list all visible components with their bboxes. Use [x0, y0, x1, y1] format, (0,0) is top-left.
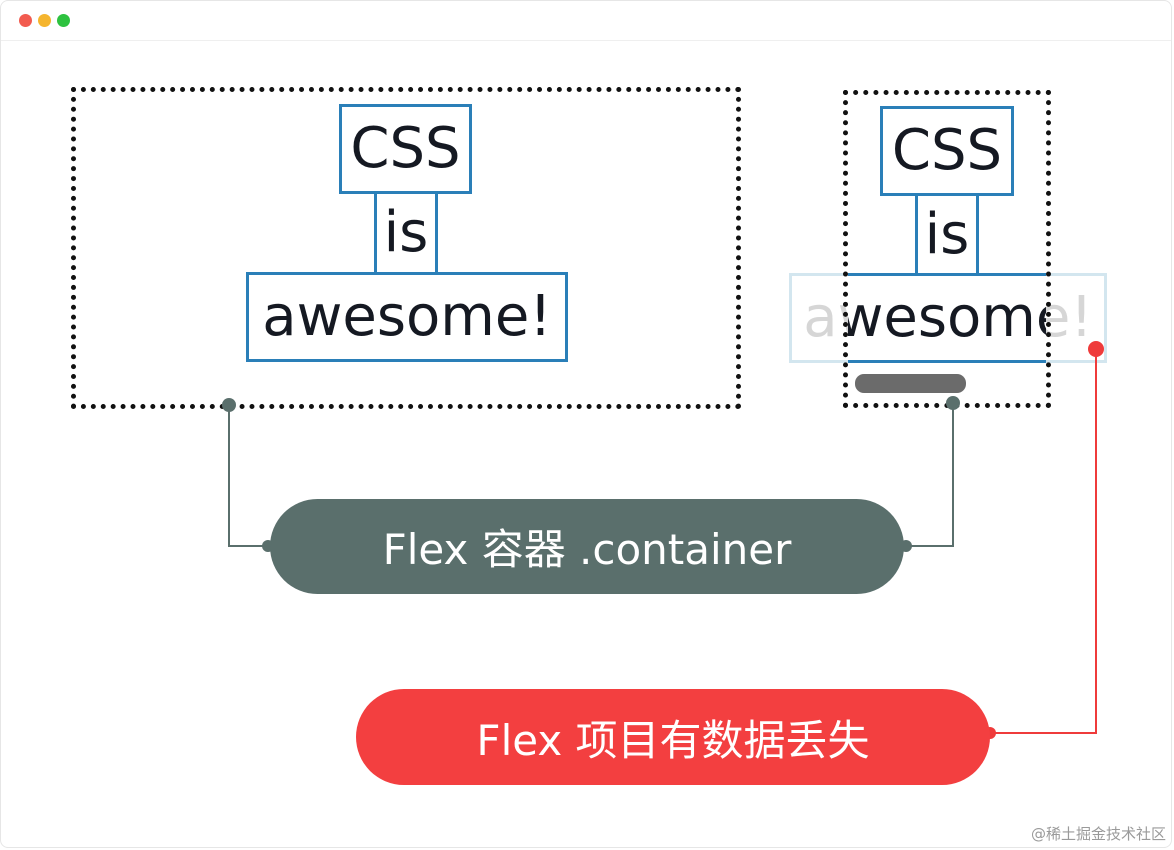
watermark: @稀土掘金技术社区	[1030, 825, 1166, 843]
left-item-is: is	[374, 191, 438, 275]
overflow-anchor	[1088, 341, 1104, 357]
right-item-css: CSS	[880, 106, 1014, 196]
visible-clip-area: awesome!	[848, 273, 1046, 365]
close-window-icon[interactable]	[19, 14, 32, 27]
wide-flex-container	[71, 87, 741, 409]
left-item-css: CSS	[339, 104, 472, 194]
left-container-anchor	[222, 398, 236, 412]
title-bar	[1, 1, 1171, 41]
left-item-awesome: awesome!	[246, 272, 568, 362]
right-container-anchor	[946, 396, 960, 410]
horizontal-scrollbar[interactable]	[855, 374, 966, 393]
minimize-window-icon[interactable]	[38, 14, 51, 27]
maximize-window-icon[interactable]	[57, 14, 70, 27]
data-loss-label-pill: Flex 项目有数据丢失	[356, 689, 990, 785]
data-loss-connector	[990, 349, 1097, 734]
container-label-pill: Flex 容器 .container	[270, 499, 904, 594]
right-item-awesome: awesome!	[848, 273, 1046, 363]
container-connector	[228, 403, 954, 547]
right-item-is: is	[915, 193, 979, 277]
